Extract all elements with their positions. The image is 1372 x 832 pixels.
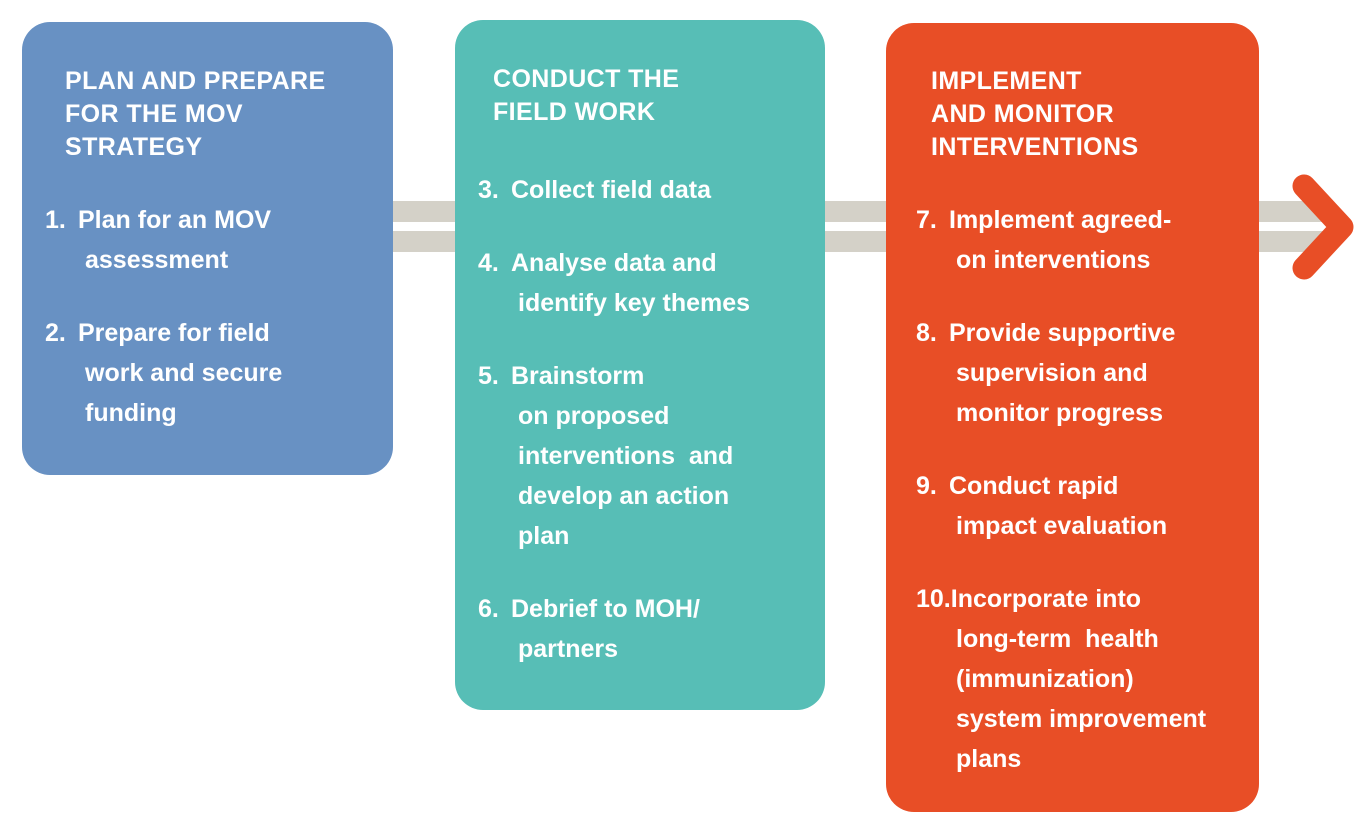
step-first-line: 3. Collect field data — [478, 170, 825, 210]
step-text-line: on interventions — [956, 246, 1151, 274]
step-text-line: impact evaluation — [956, 512, 1168, 540]
step-first-line: 2. Prepare for field — [45, 313, 393, 353]
panel-title-line: IMPLEMENT — [931, 67, 1082, 95]
step-text-line: work and secure — [85, 359, 283, 387]
step-first-line: 8. Provide supportive — [916, 313, 1259, 353]
panel-implement-and-monitor: IMPLEMENT AND MONITOR INTERVENTIONS 7. Imple… — [886, 23, 1259, 812]
step-text-line: funding — [85, 399, 177, 427]
step-text-line: develop an action — [518, 482, 730, 510]
panel-title-line: STRATEGY — [65, 133, 203, 161]
step-text-line: long-term health — [956, 625, 1159, 653]
panel-title-line: CONDUCT THE — [493, 65, 680, 93]
step-number: 10. — [916, 585, 951, 613]
step-text-line: system improvement — [956, 705, 1207, 733]
step-first-line: 9. Conduct rapid — [916, 466, 1259, 506]
step-text: Brainstorm — [511, 362, 645, 390]
step-text: Plan for an MOV — [78, 206, 272, 234]
step-item: 1. Plan for an MOV assessment — [45, 200, 393, 280]
step-number: 4. — [478, 249, 499, 277]
step-text-line: assessment — [85, 246, 229, 274]
step-text: Conduct rapid — [949, 472, 1119, 500]
step-first-line: 1. Plan for an MOV — [45, 200, 393, 240]
panel-title-line: FOR THE MOV — [65, 100, 244, 128]
step-item: 4. Analyse data and identify key themes — [478, 243, 825, 323]
panel-title: IMPLEMENT AND MONITOR INTERVENTIONS — [886, 23, 1259, 164]
step-number: 7. — [916, 206, 937, 234]
panel-conduct-field-work: CONDUCT THE FIELD WORK 3. Collect field dat… — [455, 20, 825, 710]
panel-plan-and-prepare: PLAN AND PREPARE FOR THE MOV STRATEGY 1. Pla… — [22, 22, 393, 475]
panel-title: CONDUCT THE FIELD WORK — [455, 20, 825, 129]
panel-title: PLAN AND PREPARE FOR THE MOV STRATEGY — [22, 22, 393, 164]
panel-title-line: INTERVENTIONS — [931, 133, 1139, 161]
panel-title-line: PLAN AND PREPARE — [65, 67, 326, 95]
step-text-line: identify key themes — [518, 289, 751, 317]
step-number: 3. — [478, 176, 499, 204]
step-text-line: monitor progress — [956, 399, 1163, 427]
step-item: 10.Incorporate into long-term health (immu… — [916, 579, 1259, 779]
flow-arrow-icon — [1292, 174, 1354, 280]
step-first-line: 6. Debrief to MOH/ — [478, 589, 825, 629]
step-text: Prepare for field — [78, 319, 270, 347]
step-text: Implement agreed- — [949, 206, 1172, 234]
step-number: 8. — [916, 319, 937, 347]
step-item: 6. Debrief to MOH/partners — [478, 589, 825, 669]
step-text: Provide supportive — [949, 319, 1176, 347]
panel-title-line: AND MONITOR — [931, 100, 1115, 128]
step-item: 9. Conduct rapid impact evaluation — [916, 466, 1259, 546]
panel-title-line: FIELD WORK — [493, 98, 656, 126]
step-number: 5. — [478, 362, 499, 390]
step-first-line: 10.Incorporate into — [916, 579, 1259, 619]
step-text-line: plans — [956, 745, 1022, 773]
step-text-line: supervision and — [956, 359, 1148, 387]
step-text: Collect field data — [511, 176, 712, 204]
step-text: Analyse data and — [511, 249, 717, 277]
step-first-line: 5. Brainstorm — [478, 356, 825, 396]
step-text-line: (immunization) — [956, 665, 1134, 693]
step-item: 5. Brainstorm on proposed interventions and… — [478, 356, 825, 556]
step-number: 1. — [45, 206, 66, 234]
step-text-line: interventions and — [518, 442, 734, 470]
step-text: Incorporate into — [950, 585, 1142, 613]
step-text-line: partners — [518, 635, 619, 663]
step-first-line: 4. Analyse data and — [478, 243, 825, 283]
step-item: 7. Implement agreed-on interventions — [916, 200, 1259, 280]
step-text-line: plan — [518, 522, 570, 550]
step-list: 3. Collect field data 4. Analyse data and id… — [455, 170, 825, 669]
flow-arrow-stroke — [1292, 174, 1354, 280]
step-text: Debrief to MOH/ — [511, 595, 700, 623]
step-list: 1. Plan for an MOV assessment 2. Prepare for… — [22, 200, 393, 433]
step-item: 2. Prepare for field work and secure fundin… — [45, 313, 393, 433]
step-item: 8. Provide supportive supervision and monit… — [916, 313, 1259, 433]
step-number: 6. — [478, 595, 499, 623]
step-number: 2. — [45, 319, 66, 347]
step-number: 9. — [916, 472, 937, 500]
step-text-line: on proposed — [518, 402, 670, 430]
step-item: 3. Collect field data — [478, 170, 825, 210]
step-list: 7. Implement agreed-on interventions 8. Pro… — [886, 200, 1259, 779]
step-first-line: 7. Implement agreed- — [916, 200, 1259, 240]
